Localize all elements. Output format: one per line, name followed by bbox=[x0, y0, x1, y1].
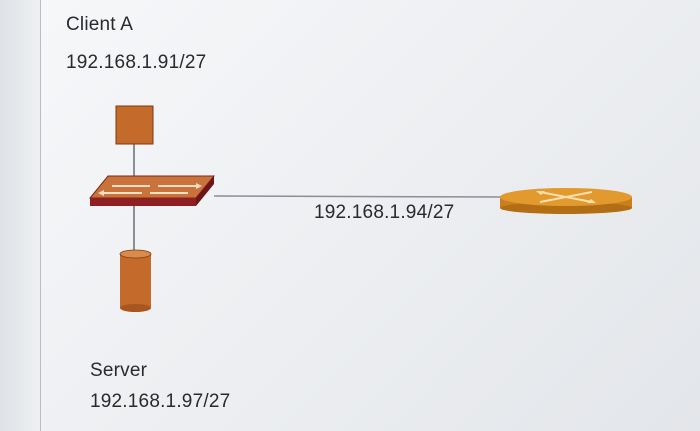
server-ip-label: 192.168.1.97/27 bbox=[90, 391, 231, 412]
screen-bezel bbox=[0, 0, 41, 431]
switch-icon bbox=[88, 175, 216, 206]
link-ip-label: 192.168.1.94/27 bbox=[314, 202, 455, 223]
server-name-label: Server bbox=[90, 360, 148, 381]
switch-to-router-link bbox=[213, 195, 507, 198]
server-icon bbox=[119, 249, 152, 312]
client-ip-label: 192.168.1.91/27 bbox=[66, 52, 207, 73]
router-icon bbox=[500, 188, 632, 214]
client-pc-icon bbox=[115, 105, 154, 145]
client-name-label: Client A bbox=[66, 14, 134, 35]
